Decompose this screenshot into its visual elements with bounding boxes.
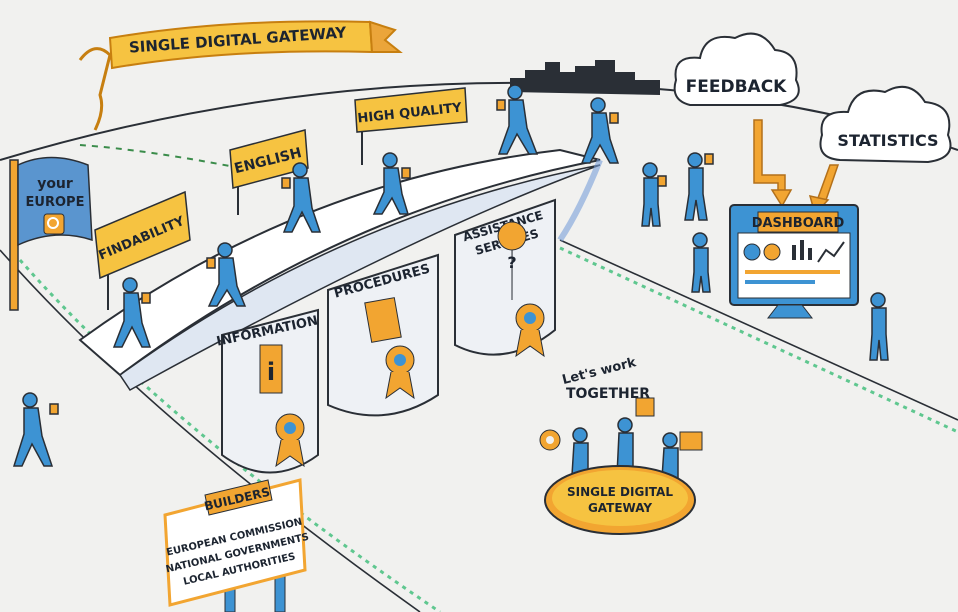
pillar-procedures: PROCEDURES xyxy=(327,253,439,417)
person-walking xyxy=(12,392,59,467)
person-walking xyxy=(206,242,247,307)
puzzle-piece-icon xyxy=(635,397,655,417)
your-europe-flag: your EUROPE xyxy=(9,156,93,311)
person-team xyxy=(661,432,679,479)
together-line1: Let's work xyxy=(561,355,638,388)
flag-line1: your xyxy=(37,176,73,192)
person-team xyxy=(616,417,634,476)
badge-line1: SINGLE DIGITAL xyxy=(567,485,673,499)
sign-english: ENGLISH xyxy=(229,129,309,215)
city-skyline xyxy=(510,60,660,95)
sdg-badge: SINGLE DIGITAL GATEWAY xyxy=(544,465,696,535)
person-standing xyxy=(684,152,714,221)
title-banner: SINGLE DIGITAL GATEWAY xyxy=(78,20,403,131)
pillar-information: INFORMATION i xyxy=(215,308,319,474)
person-walking xyxy=(281,162,322,233)
builders-board: BUILDERS EUROPEAN COMMISSION NATIONAL GO… xyxy=(163,478,310,612)
person-walking xyxy=(580,97,620,164)
svg-text:i: i xyxy=(267,358,275,386)
line-chart-icon xyxy=(817,241,845,263)
person-walking xyxy=(372,152,411,215)
person-walking xyxy=(112,277,152,348)
badge-line2: GATEWAY xyxy=(588,501,652,515)
form-document-icon xyxy=(364,297,402,343)
flag-line2: EUROPE xyxy=(26,195,85,210)
cloud-statistics: STATISTICS xyxy=(819,85,952,164)
cloud-feedback-label: FEEDBACK xyxy=(686,77,788,97)
pie-chart-icon xyxy=(743,243,761,261)
cloud-statistics-label: STATISTICS xyxy=(837,131,938,150)
person-standing xyxy=(641,162,667,227)
info-icon xyxy=(259,344,283,394)
magnifier-icon xyxy=(43,213,65,235)
person-walking xyxy=(496,84,539,155)
sign-high-quality: HIGH QUALITY xyxy=(354,87,468,165)
pillar-assistance-services: ASSISTANCE SERVICES ? xyxy=(454,198,556,358)
bridge xyxy=(78,148,603,391)
cloud-feedback: FEEDBACK xyxy=(673,32,800,106)
data-flow-arrows xyxy=(753,119,840,216)
box-icon xyxy=(679,431,703,451)
person-standing xyxy=(869,292,889,361)
dashboard-monitor: DASHBOARD xyxy=(729,204,859,319)
together-line2: TOGETHER xyxy=(566,386,650,402)
pie-chart-icon xyxy=(763,243,781,261)
dashboard-title: DASHBOARD xyxy=(752,216,845,231)
person-standing xyxy=(691,232,711,293)
lets-work-together: Let's work TOGETHER xyxy=(561,355,651,402)
help-pin-icon xyxy=(497,221,527,301)
person-team xyxy=(571,427,589,476)
svg-text:?: ? xyxy=(507,253,516,272)
